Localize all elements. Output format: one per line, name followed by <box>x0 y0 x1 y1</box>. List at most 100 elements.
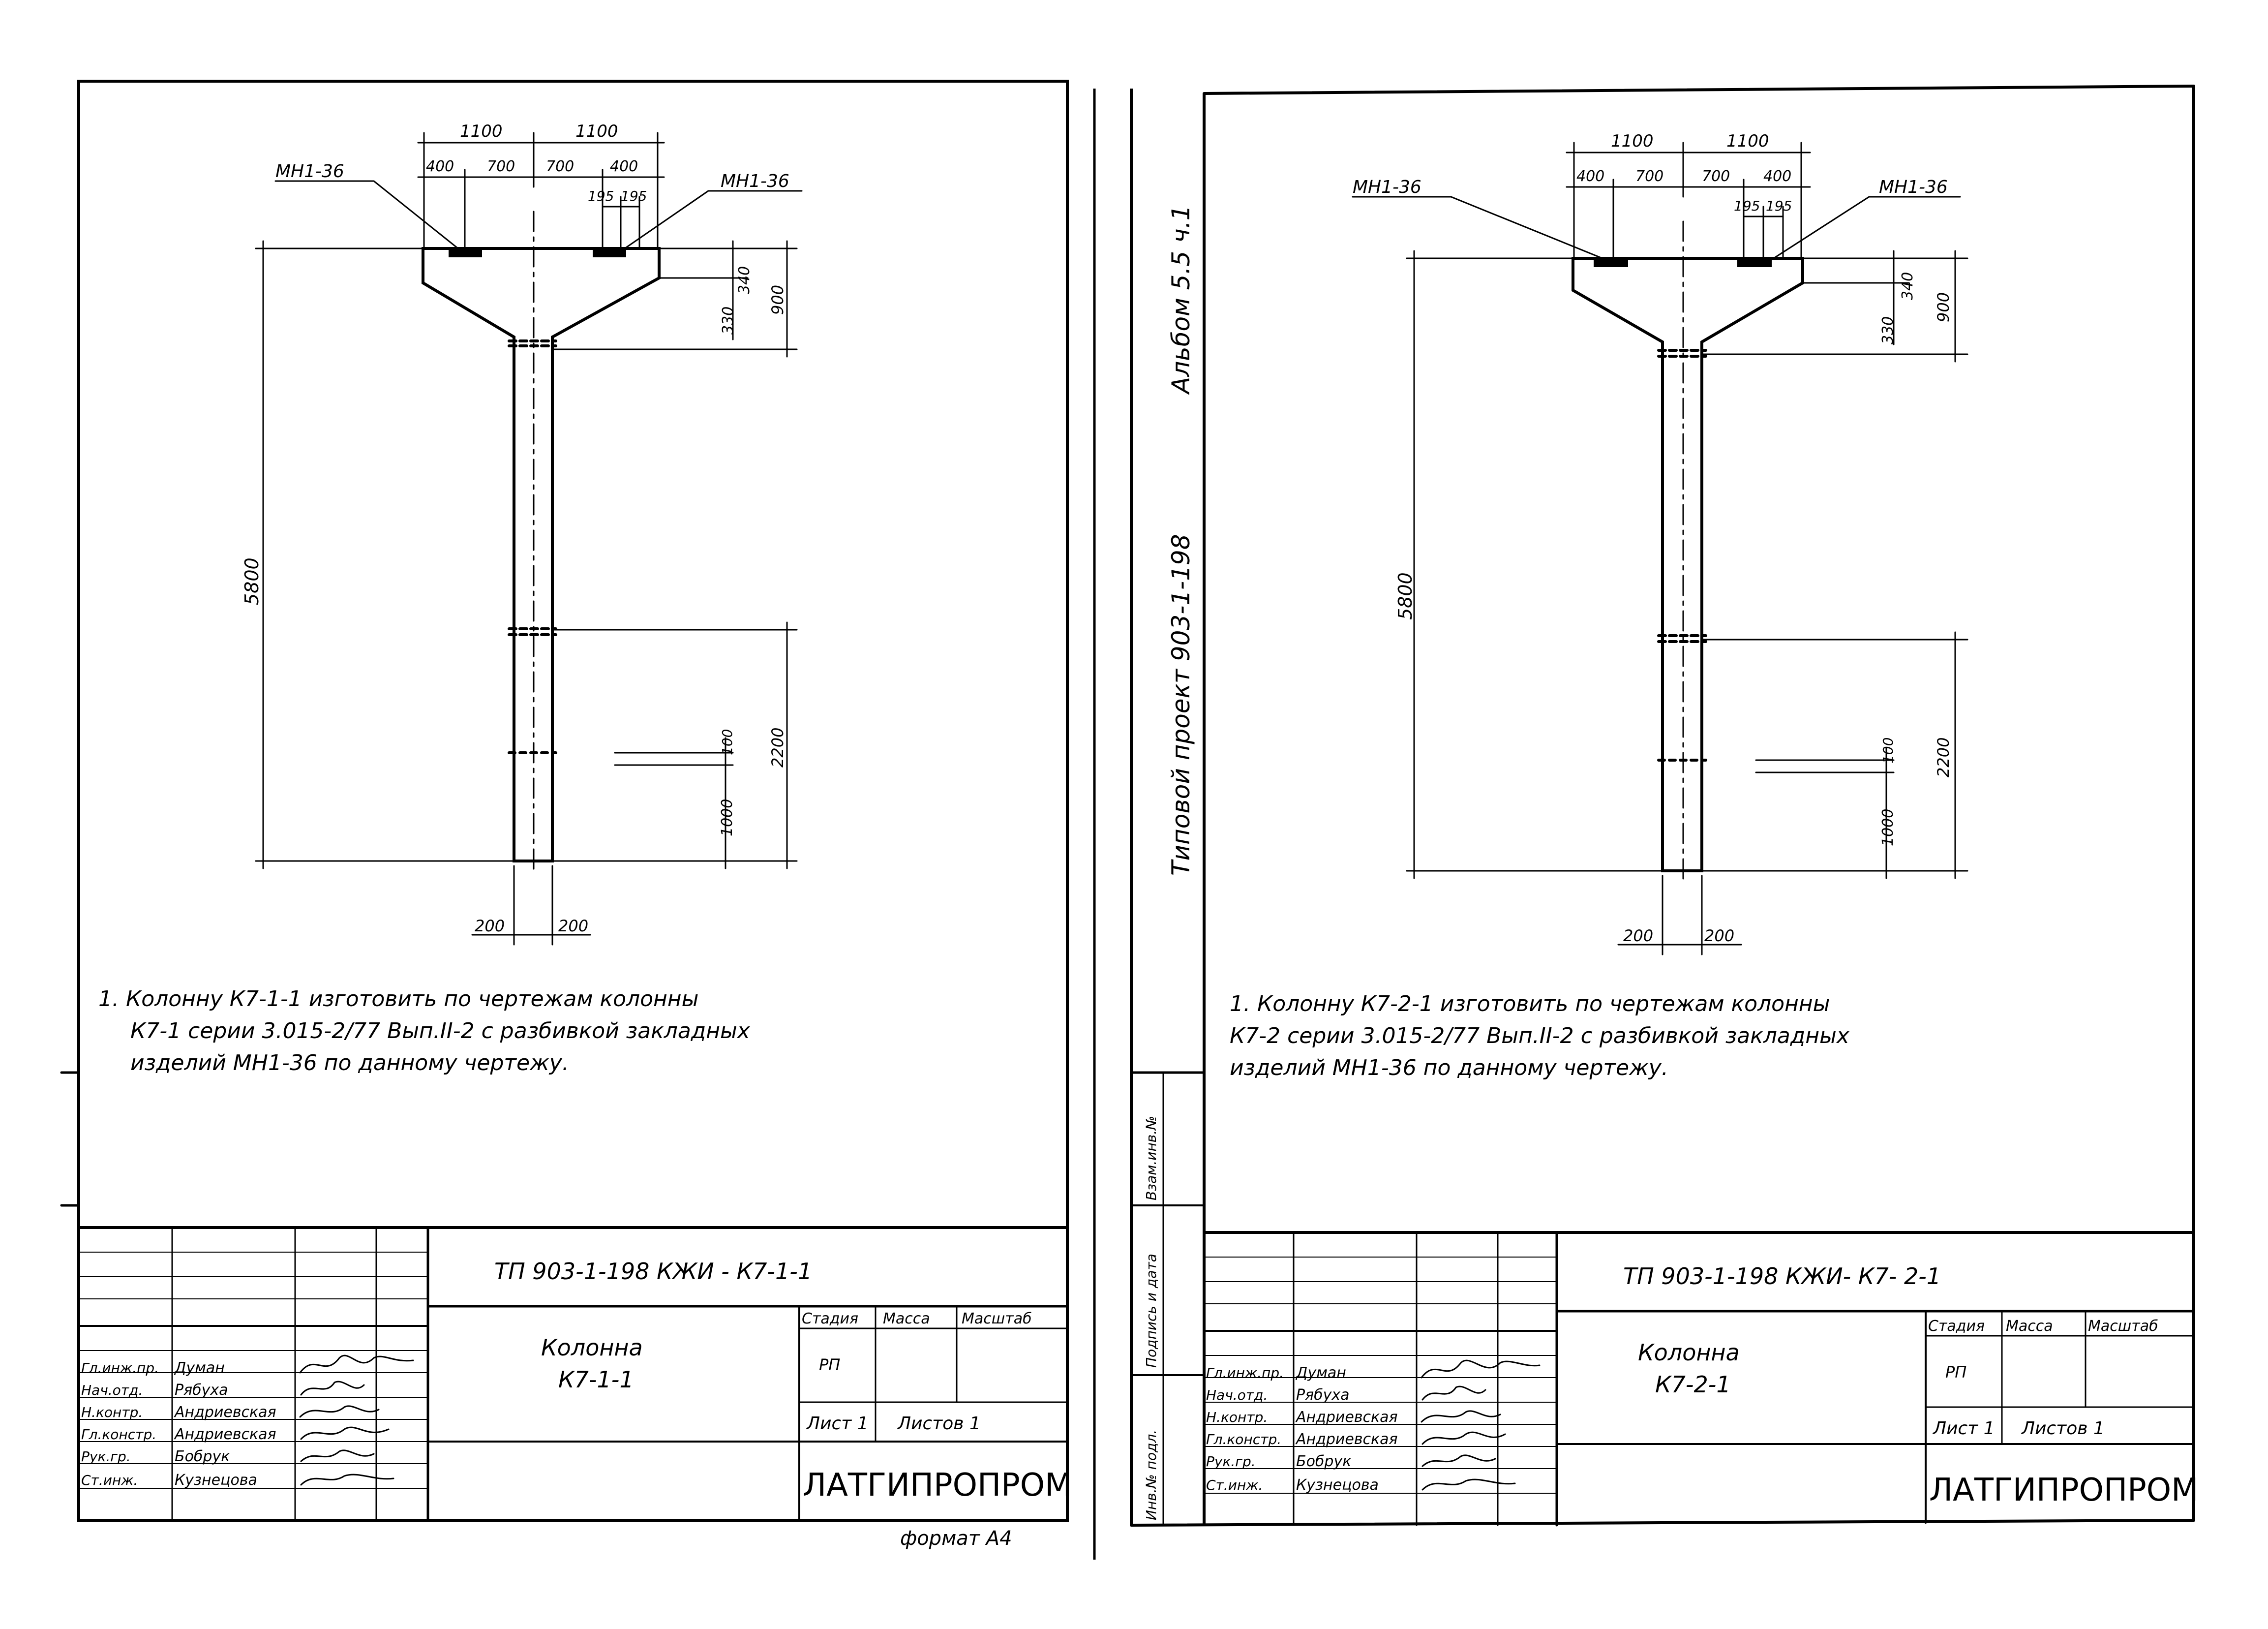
sheet-2-header-mass: Масса <box>2006 1318 2053 1335</box>
sheet-1-title-line-1: Колонна <box>541 1334 643 1361</box>
sheet-2-joint-marks <box>1657 349 1707 762</box>
sheet-1-note-line-1: 1. Колонну К7-1-1 изготовить по чертежам… <box>98 986 698 1012</box>
sheet-1-plate-right <box>593 249 626 257</box>
sheet-1-organization: ЛАТГИПРОПРОМ <box>803 1467 1072 1504</box>
sheet-1-dim-330: 330 <box>720 307 737 335</box>
sheet-2-dim-bottom-right: 200 <box>1704 926 1734 945</box>
project-label: Типовой проект 903-1-198 <box>1167 534 1195 876</box>
sheet-1-dim-2200: 2200 <box>768 728 787 768</box>
sheet-1-dim-sub-c: 700 <box>546 158 574 175</box>
sheet-1: 1100 1100 400 700 700 400 195 195 МН1-36… <box>60 80 1072 1550</box>
sheet-2-title-block <box>1203 1231 2195 1527</box>
stamp-vzam: Взам.инв.№ <box>1143 1116 1159 1200</box>
sheet-2-label-right: МН1-36 <box>1879 177 1948 197</box>
sheet-1-name: Рябуха <box>175 1382 228 1399</box>
sheet-1-stage-value: РП <box>819 1355 840 1374</box>
sheet-2-dim-5800: 5800 <box>1394 572 1416 620</box>
sheet-1-dim-top-right: 1100 <box>575 122 618 141</box>
sheet-2-signature-scribbles <box>1421 1359 1541 1491</box>
sheet-1-right-dimensions <box>255 240 798 946</box>
sheet-2-name: Рябуха <box>1296 1386 1350 1404</box>
sheet-1-role: Нач.отд. <box>81 1382 143 1398</box>
sheet-2-name: Бобрук <box>1296 1453 1351 1470</box>
sheet-1-leader-left <box>274 180 463 253</box>
sheet-1-name: Андриевская <box>174 1426 276 1443</box>
sheet-1-name: Думан <box>174 1359 225 1377</box>
sheet-2-dim-top-right: 1100 <box>1726 131 1769 151</box>
sheet-2-role: Гл.констр. <box>1206 1431 1281 1447</box>
sheet-2-dim-sub-c: 700 <box>1702 168 1730 185</box>
sheet-2-dim-sub-d: 400 <box>1763 168 1791 185</box>
stamp-signature: Подпись и дата <box>1143 1254 1159 1368</box>
sheet-1-sheet-count: Листов 1 <box>897 1414 981 1434</box>
sheet-2-signature-rows: Гл.инж.пр. Нач.отд. Н.контр. Гл.констр. … <box>1206 1364 1398 1494</box>
sheet-2-right-dimensions <box>1406 250 1968 955</box>
sheet-1-dim-1000: 1000 <box>719 799 736 836</box>
sheet-1-drawing-code: ТП 903-1-198 КЖИ - К7-1-1 <box>494 1258 812 1285</box>
sheet-1-role: Рук.гр. <box>81 1448 131 1465</box>
sheet-2-stage-value: РП <box>1945 1363 1966 1382</box>
sheet-2-role: Ст.инж. <box>1206 1477 1263 1493</box>
sheet-1-dim-5800: 5800 <box>241 557 263 605</box>
sheet-2-organization: ЛАТГИПРОПРОМ <box>1929 1472 2198 1508</box>
sheet-1-dim-bottom-left: 200 <box>475 917 505 935</box>
sheet-1-role: Гл.констр. <box>81 1426 156 1443</box>
binding-strip: Альбом 5.5 ч.1 Типовой проект 903-1-198 … <box>1130 89 1206 1525</box>
sheet-1-dim-sub-a: 400 <box>426 158 454 175</box>
sheet-2-dim-bottom-left: 200 <box>1623 926 1653 945</box>
sheet-2-frame-top <box>1203 85 2195 95</box>
sheet-1-signature-scribbles <box>299 1354 414 1486</box>
sheet-1-dim-sub-b: 700 <box>487 158 515 175</box>
sheet-2-dim-340: 340 <box>1899 272 1916 300</box>
sheet-2-dim-900: 900 <box>1934 292 1953 322</box>
sheet-2-role: Н.контр. <box>1206 1409 1268 1425</box>
sheet-2-dim-2200: 2200 <box>1934 738 1953 777</box>
sheet-1-frame <box>77 80 1069 1522</box>
sheet-2-top-dimensions <box>1566 142 1811 259</box>
sheet-2-dim-330: 330 <box>1879 316 1897 344</box>
sheet-2-sheet-number: Лист 1 <box>1932 1418 1995 1439</box>
sheet-1-header-stage: Стадия <box>802 1310 858 1327</box>
sheet-1-signature-rows: Гл.инж.пр. Нач.отд. Н.контр. Гл.констр. … <box>81 1359 276 1489</box>
sheet-2-frame-bottom <box>1130 1519 2195 1527</box>
sheet-2-dim-sub-e: 195 <box>1734 198 1760 214</box>
sheet-2: 1100 1100 400 700 700 400 195 195 МН1-36… <box>1130 85 2198 1527</box>
sheet-1-dim-bottom-right: 200 <box>558 917 588 935</box>
album-label: Альбом 5.5 ч.1 <box>1167 205 1195 395</box>
sheet-2-note-line-2: К7-2 серии 3.015-2/77 Вып.II-2 с разбивк… <box>1230 1023 1850 1048</box>
sheet-1-dim-900: 900 <box>768 285 787 315</box>
sheet-1-format-label: формат А4 <box>900 1527 1012 1550</box>
sheet-1-dim-sub-d: 400 <box>610 158 638 175</box>
sheet-1-dim-top-left: 1100 <box>460 122 503 141</box>
sheet-1-dim-340: 340 <box>736 266 753 294</box>
sheet-1-leader-right <box>619 190 803 253</box>
sheet-2-role: Рук.гр. <box>1206 1453 1256 1470</box>
sheet-2-leader-right <box>1767 196 1961 263</box>
sheet-2-header-stage: Стадия <box>1928 1318 1985 1335</box>
sheet-1-label-left: МН1-36 <box>275 161 344 182</box>
sheet-2-title-line-2: К7-2-1 <box>1655 1371 1731 1398</box>
sheet-2-sheet-count: Листов 1 <box>2021 1418 2105 1439</box>
sheet-1-label-right: МН1-36 <box>721 171 789 191</box>
sheet-1-note-line-2: К7-1 серии 3.015-2/77 Вып.II-2 с разбивк… <box>130 1018 751 1044</box>
sheet-1-name: Бобрук <box>175 1448 230 1465</box>
sheet-2-dim-sub-b: 700 <box>1635 168 1663 185</box>
sheet-2-role: Нач.отд. <box>1206 1387 1268 1403</box>
sheet-2-note-line-1: 1. Колонну К7-2-1 изготовить по чертежам… <box>1230 991 1830 1016</box>
sheet-1-plate-left <box>449 249 482 257</box>
sheet-2-name: Кузнецова <box>1296 1476 1379 1494</box>
sheet-1-name: Андриевская <box>174 1404 276 1421</box>
sheet-2-dim-sub-a: 400 <box>1576 168 1604 185</box>
sheet-1-note-line-3: изделий МН1-36 по данному чертежу. <box>130 1050 569 1076</box>
sheet-2-dim-top-left: 1100 <box>1611 131 1654 151</box>
sheet-2-plate-right <box>1737 259 1772 267</box>
sheet-1-role: Н.контр. <box>81 1404 143 1420</box>
sheet-1-title-block <box>77 1226 1069 1522</box>
sheet-2-label-left: МН1-36 <box>1353 177 1421 197</box>
sheet-2-leader-left <box>1352 196 1612 263</box>
sheet-1-role: Гл.инж.пр. <box>81 1360 159 1376</box>
sheet-2-dim-sub-f: 195 <box>1766 198 1792 214</box>
sheet-1-dim-100: 100 <box>719 729 735 755</box>
sheet-1-title-line-2: К7-1-1 <box>558 1366 634 1393</box>
